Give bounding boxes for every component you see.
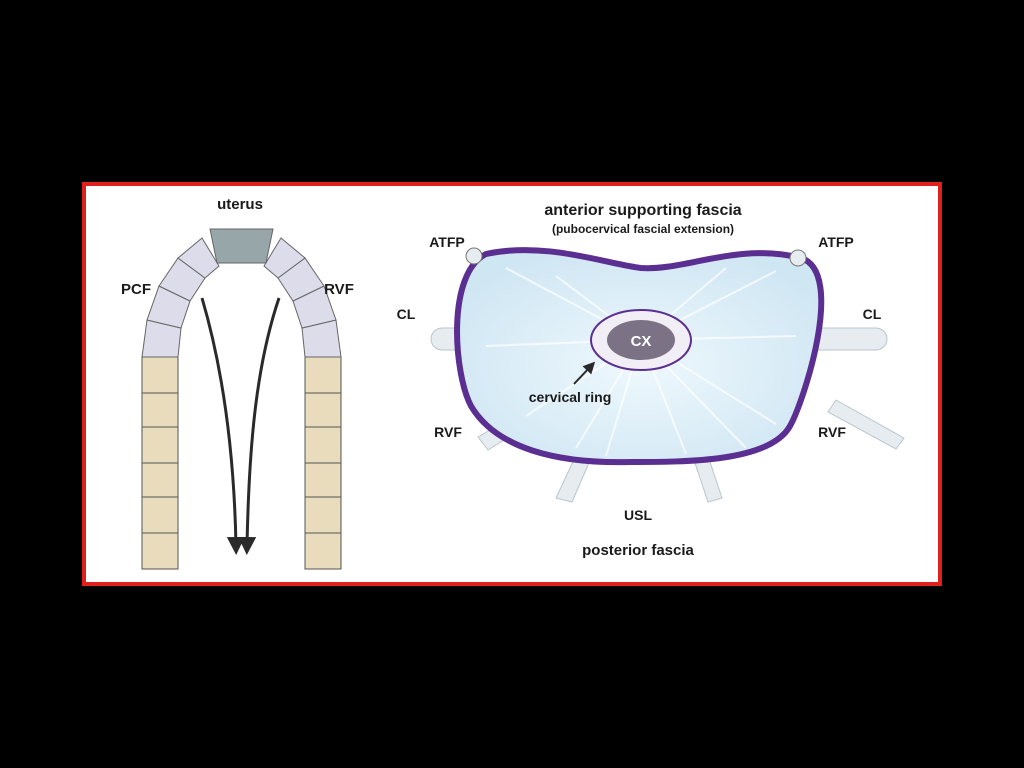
right-pillar [304,356,342,570]
arch-diagram: uterus PCF RVF [121,196,354,570]
atfp-right-label: ATFP [818,234,854,250]
cervical-ring-pointer [573,361,596,385]
cervix [607,320,675,360]
usl-label: USL [624,507,652,523]
atfp-right-node [789,249,807,267]
anterior-title: anterior supporting fascia [544,202,741,219]
fascia-diagram-right: CX anterior supporting fascia (pubocervi… [397,202,905,559]
uterus-label: uterus [217,196,263,213]
rvf-right-band [827,399,905,450]
rvf-right-label: RVF [818,424,846,440]
cervical-ring-label: cervical ring [529,389,612,405]
figure-frame: uterus PCF RVF CX anterior supporting fa… [82,182,942,586]
force-arrows [200,297,281,555]
arch-voussoirs [141,237,342,358]
atfp-left-node [465,247,483,265]
left-pillar [141,356,179,570]
anterior-subtitle: (pubocervical fascial extension) [552,222,734,236]
cl-left-label: CL [397,306,416,322]
posterior-fascia-label: posterior fascia [582,542,694,559]
rvf-arch-label: RVF [324,281,354,298]
cx-label: CX [631,333,652,350]
atfp-left-label: ATFP [429,234,465,250]
pcf-label: PCF [121,281,151,298]
cl-right-label: CL [863,306,882,322]
cl-right-band [805,327,888,351]
fascia-diagram: uterus PCF RVF CX anterior supporting fa… [121,196,905,570]
rvf-left-label: RVF [434,424,462,440]
keystone [209,228,274,264]
